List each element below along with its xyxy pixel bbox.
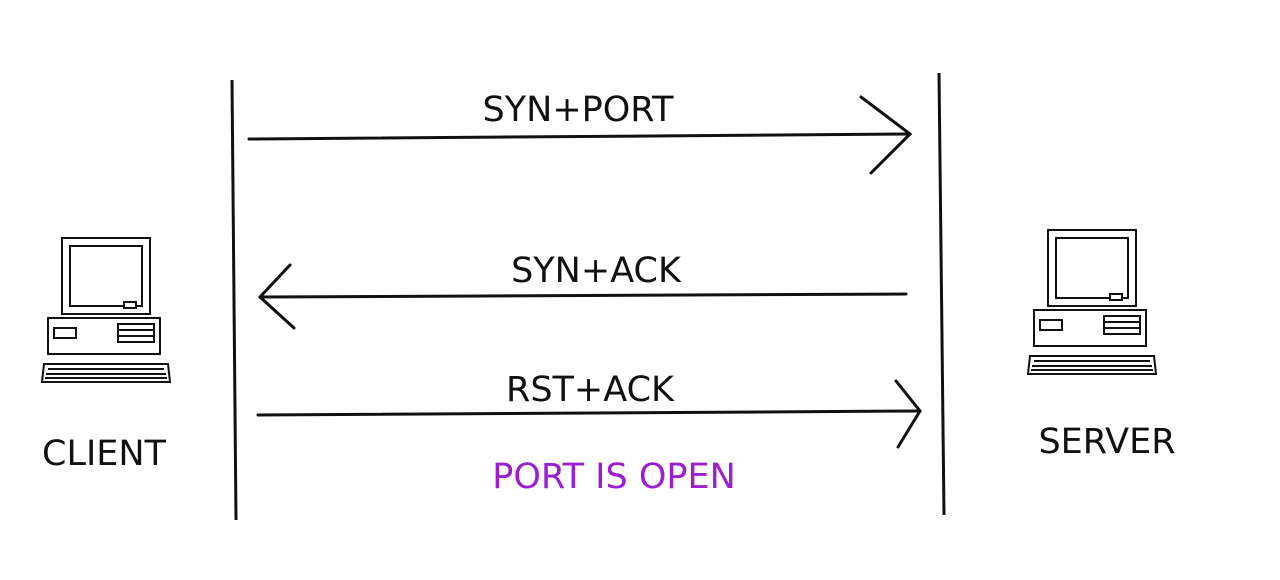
message-arrow-1 [247, 95, 913, 175]
client-computer-icon [40, 237, 172, 383]
message-label-1: SYN+PORT [482, 90, 674, 130]
message-arrow-2 [257, 263, 908, 330]
message-label-2: SYN+ACK [511, 251, 681, 291]
server-lifeline [937, 72, 946, 516]
client-label: CLIENT [42, 434, 166, 474]
server-label: SERVER [1038, 422, 1176, 462]
message-label-3: RST+ACK [506, 370, 674, 410]
client-lifeline [230, 79, 238, 521]
port-status-note: PORT IS OPEN [492, 457, 736, 497]
server-computer-icon [1026, 229, 1158, 375]
message-arrow-3 [256, 379, 922, 449]
